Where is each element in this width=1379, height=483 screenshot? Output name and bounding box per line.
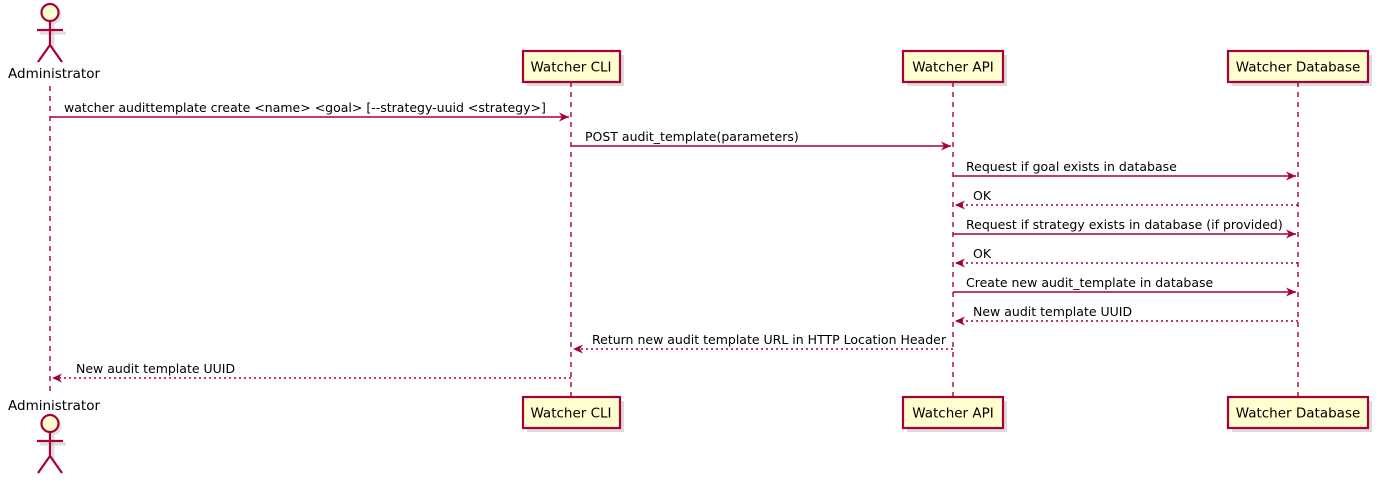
participant-boxes-layer: Watcher CLI Watcher CLI Watcher API Watcher… <box>521 49 1370 430</box>
message-label: OK <box>973 188 992 203</box>
message-label: Return new audit template URL in HTTP Lo… <box>592 332 947 347</box>
message-label: watcher audittemplate create <name> <goa… <box>64 100 546 115</box>
participant-box[interactable] <box>1226 49 1370 84</box>
participant-box[interactable] <box>1226 395 1370 430</box>
message-label: OK <box>973 246 992 261</box>
participant-box[interactable] <box>521 395 622 430</box>
message-label: Request if goal exists in database <box>966 159 1177 174</box>
actor-head <box>40 413 60 434</box>
participant-box[interactable] <box>901 395 1005 430</box>
participant-box[interactable] <box>521 49 622 84</box>
messages-layer: watcher audittemplate create <name> <goa… <box>50 100 1298 383</box>
message-7-watcher-api-to-watcher-database: Create new audit_template in database <box>953 275 1296 297</box>
participant-watcher-database-top[interactable]: Watcher Database <box>1226 49 1370 84</box>
participant-label: Watcher CLI <box>530 60 611 76</box>
participant-watcher-cli-top[interactable]: Watcher CLI <box>521 49 622 84</box>
lifelines-layer <box>49 82 1299 397</box>
participant-label: Watcher API <box>912 60 994 76</box>
participant-watcher-api-top[interactable]: Watcher API <box>901 49 1005 84</box>
message-3-watcher-api-to-watcher-database: Request if goal exists in database <box>953 159 1296 181</box>
message-label: New audit template UUID <box>76 361 235 376</box>
participant-label: Watcher CLI <box>530 406 611 422</box>
actor-leg-right <box>49 44 63 63</box>
participant-watcher-cli-bottom[interactable]: Watcher CLI <box>521 395 622 430</box>
actor-leg-left <box>37 44 51 63</box>
actor-label-administrator-bottom: Administrator <box>8 398 100 414</box>
message-8-watcher-database-to-watcher-api: New audit template UUID <box>955 304 1298 326</box>
message-label: POST audit_template(parameters) <box>585 129 799 144</box>
message-4-watcher-database-to-watcher-api: OK <box>955 188 1298 210</box>
participant-watcher-api-bottom[interactable]: Watcher API <box>901 395 1005 430</box>
message-5-watcher-api-to-watcher-database: Request if strategy exists in database (… <box>953 217 1296 239</box>
message-1-administrator-to-watcher-cli: watcher audittemplate create <name> <goa… <box>50 100 569 122</box>
actor-administrator-top <box>37 2 66 63</box>
participant-label: Watcher API <box>912 406 994 422</box>
box-shadows <box>527 55 1372 432</box>
participant-label: Watcher Database <box>1236 406 1361 422</box>
actor-head <box>40 2 60 23</box>
message-label: Request if strategy exists in database (… <box>966 217 1283 232</box>
participant-label: Watcher Database <box>1236 60 1361 76</box>
participant-box[interactable] <box>901 49 1005 84</box>
actor-leg-left <box>37 455 51 474</box>
message-2-watcher-cli-to-watcher-api: POST audit_template(parameters) <box>571 129 951 151</box>
message-label: New audit template UUID <box>973 304 1132 319</box>
actor-label-administrator-top: Administrator <box>8 66 100 82</box>
actor-administrator-bottom <box>37 413 66 474</box>
participant-watcher-database-bottom[interactable]: Watcher Database <box>1226 395 1370 430</box>
message-6-watcher-database-to-watcher-api: OK <box>955 246 1298 268</box>
message-label: Create new audit_template in database <box>966 275 1213 290</box>
actor-leg-right <box>49 455 63 474</box>
message-10-watcher-cli-to-administrator: New audit template UUID <box>52 361 571 383</box>
message-9-watcher-api-to-watcher-cli: Return new audit template URL in HTTP Lo… <box>573 332 953 354</box>
